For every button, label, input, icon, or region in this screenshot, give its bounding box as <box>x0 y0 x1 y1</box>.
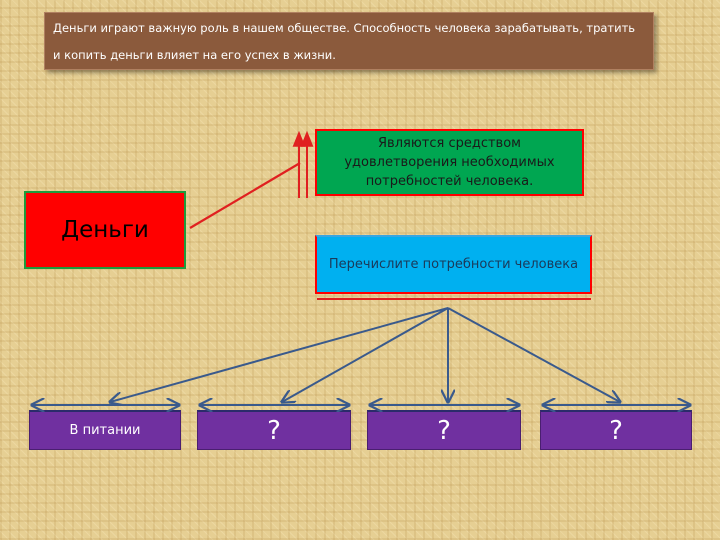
need-box-unknown-1: ? <box>197 410 351 450</box>
money-node: Деньги <box>24 191 186 269</box>
need-box-label: ? <box>437 415 451 446</box>
fan-arrow-1 <box>110 307 449 402</box>
means-node: Являются средством удовлетворения необхо… <box>315 129 584 196</box>
need-box-label: В питании <box>69 423 141 438</box>
need-box-label: ? <box>609 415 623 446</box>
list-needs-node-label: Перечислите потребности человека <box>328 257 579 272</box>
need-box-label: ? <box>267 415 281 446</box>
header-text: Деньги играют важную роль в нашем общест… <box>53 21 636 62</box>
money-to-means-line <box>189 162 301 229</box>
header-text-box: Деньги играют важную роль в нашем общест… <box>44 12 654 70</box>
money-node-label: Деньги <box>61 217 149 243</box>
list-needs-node: Перечислите потребности человека <box>315 235 592 294</box>
means-node-label: Являются средством удовлетворения необхо… <box>344 136 555 189</box>
fan-arrow-4 <box>447 307 620 402</box>
fan-arrow-2 <box>282 307 449 402</box>
